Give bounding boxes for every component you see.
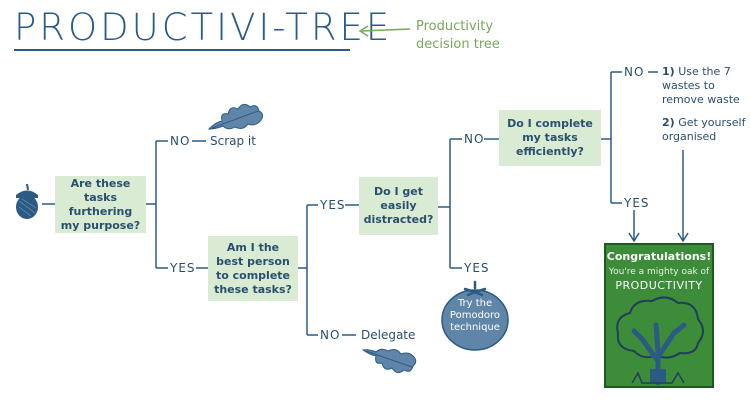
title-underline	[14, 49, 350, 51]
tip-seven-wastes: 1) Use the 7 wastes to remove waste	[662, 65, 748, 107]
tip-one-number: 1)	[662, 65, 675, 78]
branch-label-q3-yes: YES	[464, 261, 490, 275]
tip-get-organised: 2) Get yourself organised	[662, 116, 748, 144]
branch-label-q4-no: NO	[624, 65, 645, 79]
congratulations-word: PRODUCTIVITY	[615, 279, 703, 292]
branch-label-q2-no: NO	[320, 328, 341, 342]
question-box-best-person: Am I the best person to complete these t…	[208, 236, 298, 301]
congratulations-subtitle: You're a mighty oak of	[608, 267, 710, 277]
question-box-efficient: Do I complete my tasks efficiently?	[499, 110, 601, 166]
outcome-pomodoro: Try the Pomodoro technique	[449, 298, 501, 333]
subtitle: Productivity decision tree	[416, 19, 500, 52]
oak-leaf-icon	[361, 348, 417, 374]
question-purpose-text: Are these tasks furthering my purpose?	[60, 176, 141, 232]
oak-tree-icon	[616, 296, 704, 385]
congratulations-title: Congratulations!	[606, 250, 712, 263]
question-best-person-text: Am I the best person to complete these t…	[214, 240, 292, 296]
question-box-purpose: Are these tasks furthering my purpose?	[55, 176, 146, 233]
outcome-delegate: Delegate	[361, 328, 416, 342]
tip-two-number: 2)	[662, 116, 675, 129]
tomato-icon	[441, 280, 509, 351]
oak-leaf-icon	[207, 103, 264, 130]
question-distracted-text: Do I get easily distracted?	[363, 185, 434, 226]
congratulations-card: Congratulations! You're a mighty oak of …	[604, 243, 714, 388]
branch-label-q4-yes: YES	[624, 196, 650, 210]
branch-label-q2-yes: YES	[320, 198, 346, 212]
tip-two-text: Get yourself organised	[662, 116, 746, 143]
tip-one-text: Use the 7 wastes to remove waste	[662, 65, 740, 106]
branch-label-q1-yes: YES	[170, 261, 196, 275]
page-title: PRODUCTIVI-TREE	[14, 6, 393, 49]
question-box-distracted: Do I get easily distracted?	[359, 177, 438, 235]
branch-label-q1-no: NO	[170, 134, 191, 148]
acorn-icon	[16, 183, 38, 219]
question-efficient-text: Do I complete my tasks efficiently?	[507, 117, 593, 158]
outcome-scrap: Scrap it	[210, 134, 256, 148]
branch-label-q3-no: NO	[464, 132, 485, 146]
